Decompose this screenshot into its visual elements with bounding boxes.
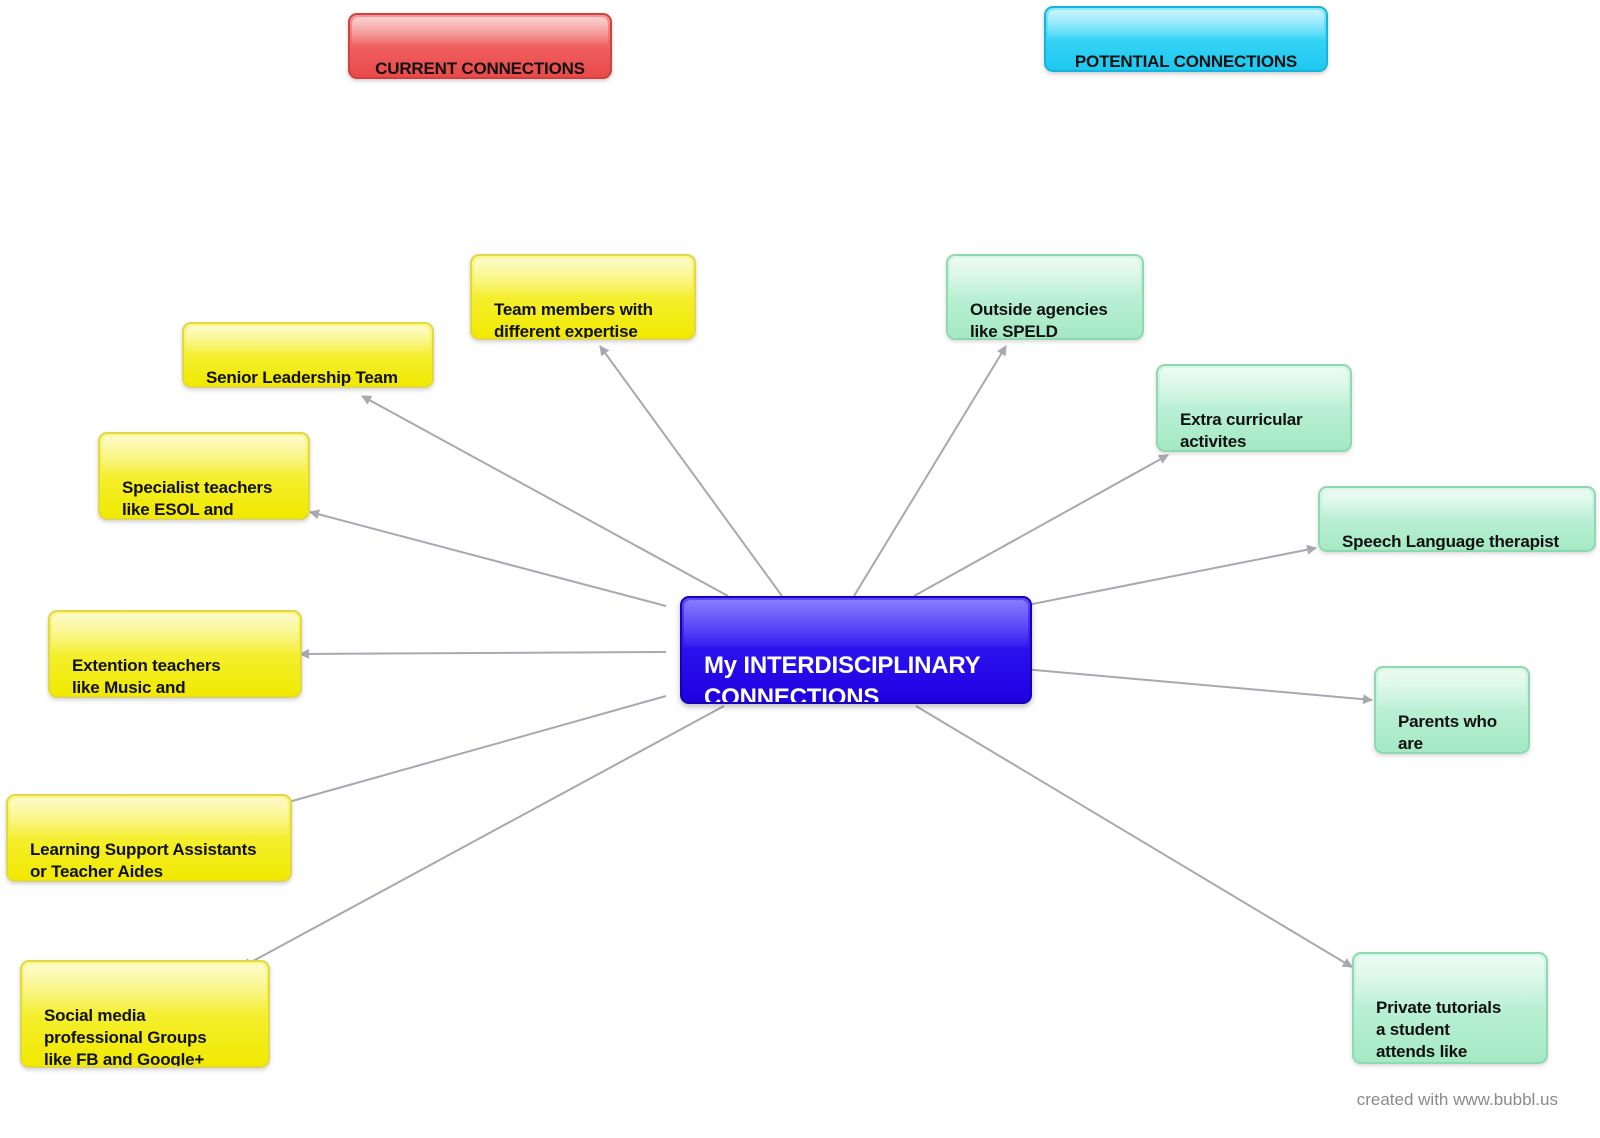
legend-potential-label: POTENTIAL CONNECTIONS	[1074, 52, 1298, 71]
node-private-tutorials-label: Private tutorials a student attends like…	[1376, 998, 1502, 1061]
node-parents[interactable]: Parents who are teachers	[1374, 666, 1530, 754]
node-speech-therapist-label: Speech Language therapist	[1342, 532, 1559, 551]
edge-outside-agencies	[853, 345, 1007, 597]
edge-private-tutorials	[915, 705, 1353, 968]
legend-current-label: CURRENT CONNECTIONS	[375, 59, 585, 78]
node-learning-support-label: Learning Support Assistants or Teacher A…	[30, 840, 257, 881]
edge-social-media	[241, 705, 725, 968]
edge-senior-leadership	[361, 395, 729, 597]
edge-extra-curricular	[913, 454, 1169, 597]
edge-specialist-teachers	[309, 509, 667, 607]
node-private-tutorials[interactable]: Private tutorials a student attends like…	[1352, 952, 1548, 1064]
node-team-members[interactable]: Team members with different expertise	[470, 254, 696, 340]
node-team-members-label: Team members with different expertise	[494, 300, 653, 340]
node-specialist-teachers-label: Specialist teachers like ESOL and RTLit	[122, 478, 273, 519]
node-specialist-teachers[interactable]: Specialist teachers like ESOL and RTLit	[98, 432, 310, 520]
center-node-label: My INTERDISCIPLINARY CONNECTIONS	[704, 652, 981, 704]
node-extention-teachers[interactable]: Extention teachers like Music and Mandar…	[48, 610, 302, 698]
node-social-media[interactable]: Social media professional Groups like FB…	[20, 960, 270, 1068]
edge-learning-support	[277, 695, 667, 808]
node-speech-therapist[interactable]: Speech Language therapist	[1318, 486, 1596, 552]
edge-team-members	[599, 345, 783, 597]
node-outside-agencies-label: Outside agencies like SPELD	[970, 300, 1108, 340]
node-extra-curricular-label: Extra curricular activites coaches	[1180, 410, 1303, 451]
node-senior-leadership-label: Senior Leadership Team	[206, 368, 398, 387]
legend-current-connections: CURRENT CONNECTIONS	[348, 13, 612, 79]
legend-potential-connections: POTENTIAL CONNECTIONS	[1044, 6, 1328, 72]
node-social-media-label: Social media professional Groups like FB…	[44, 1006, 207, 1068]
edge-speech-therapist	[1011, 544, 1317, 609]
center-node-interdisciplinary-connections[interactable]: My INTERDISCIPLINARY CONNECTIONS	[680, 596, 1032, 704]
node-senior-leadership[interactable]: Senior Leadership Team	[182, 322, 434, 388]
node-parents-label: Parents who are teachers	[1398, 712, 1497, 753]
bubbl-credit: created with www.bubbl.us	[1356, 1090, 1558, 1109]
node-extention-teachers-label: Extention teachers like Music and Mandar…	[72, 656, 221, 697]
edge-extention-teachers	[299, 648, 667, 659]
node-extra-curricular[interactable]: Extra curricular activites coaches	[1156, 364, 1352, 452]
node-learning-support[interactable]: Learning Support Assistants or Teacher A…	[6, 794, 292, 882]
edge-parents	[1011, 667, 1373, 705]
node-outside-agencies[interactable]: Outside agencies like SPELD	[946, 254, 1144, 340]
